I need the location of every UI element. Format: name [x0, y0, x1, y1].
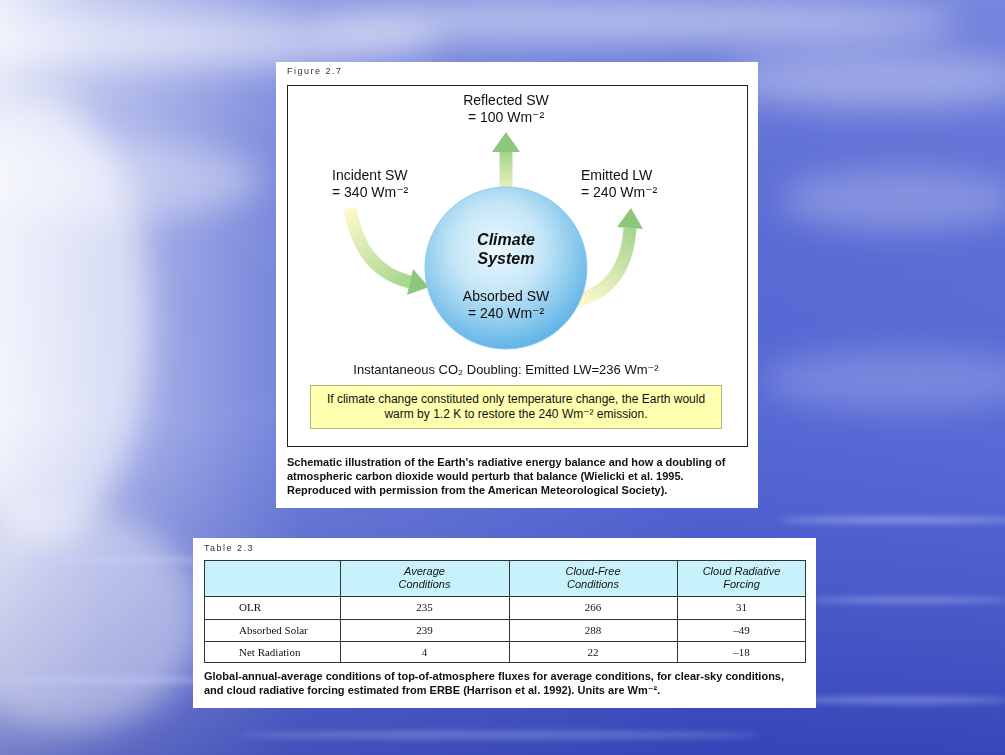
table-grid — [204, 560, 806, 663]
row-header: OLR — [239, 601, 261, 614]
figure-number: Figure 2.7 — [287, 66, 487, 77]
table-cell: 31 — [677, 596, 806, 619]
table-value: –18 — [733, 646, 750, 659]
note-text: If climate change constituted only tempe… — [326, 392, 706, 422]
table-value: 288 — [585, 624, 602, 637]
column-header: Cloud-Free Conditions — [551, 565, 635, 591]
flux-label: Incident SW = 340 Wm⁻² — [332, 167, 414, 201]
table-cell: Net Radiation — [204, 641, 340, 663]
table-cell: Cloud Radiative Forcing — [677, 560, 806, 596]
table-header-fill — [204, 560, 806, 596]
table-value: –49 — [733, 624, 750, 637]
table-cell: Average Conditions — [340, 560, 509, 596]
table-cell: OLR — [204, 596, 340, 619]
table-cell: 239 — [340, 619, 509, 641]
column-header: Cloud Radiative Forcing — [692, 565, 792, 591]
table-value: 239 — [416, 624, 433, 637]
table-value: 235 — [416, 601, 433, 614]
table-cell: Absorbed Solar — [204, 619, 340, 641]
table-caption: Global-annual-average conditions of top-… — [204, 669, 806, 697]
circle-outline — [424, 186, 588, 350]
table-value: 4 — [422, 646, 428, 659]
table-cell: 288 — [509, 619, 677, 641]
node-title: Climate System — [454, 230, 558, 268]
table-number: Table 2.3 — [204, 543, 404, 554]
table-cell: Cloud-Free Conditions — [509, 560, 677, 596]
table-value: 266 — [585, 601, 602, 614]
circle-shape — [425, 187, 587, 349]
node-text: Absorbed SW = 240 Wm⁻² — [460, 288, 552, 322]
table-cell: 266 — [509, 596, 677, 619]
table-cell: –18 — [677, 641, 806, 663]
table-cell: 235 — [340, 596, 509, 619]
table-value: 31 — [736, 601, 747, 614]
climate-system-circle: Climate SystemAbsorbed SW = 240 Wm⁻² — [424, 186, 588, 350]
column-header: Average Conditions — [383, 565, 467, 591]
emitted-arrow — [578, 208, 643, 300]
row-header: Absorbed Solar — [239, 624, 308, 637]
sea-waves — [0, 517, 1005, 739]
doubling-note: Instantaneous CO₂ Doubling: Emitted LW=2… — [286, 362, 726, 378]
table-value: 22 — [588, 646, 599, 659]
note-box: If climate change constituted only tempe… — [310, 385, 722, 429]
flux-label: Reflected SW = 100 Wm⁻² — [461, 92, 551, 126]
clouds — [0, 0, 1005, 730]
figure-caption: Schematic illustration of the Earth's ra… — [287, 455, 748, 497]
incident-arrow — [350, 208, 429, 295]
flux-label: Emitted LW = 240 Wm⁻² — [581, 167, 659, 201]
table-cell: –49 — [677, 619, 806, 641]
row-header: Net Radiation — [239, 646, 300, 659]
table-cell: 4 — [340, 641, 509, 663]
table-cell: 22 — [509, 641, 677, 663]
